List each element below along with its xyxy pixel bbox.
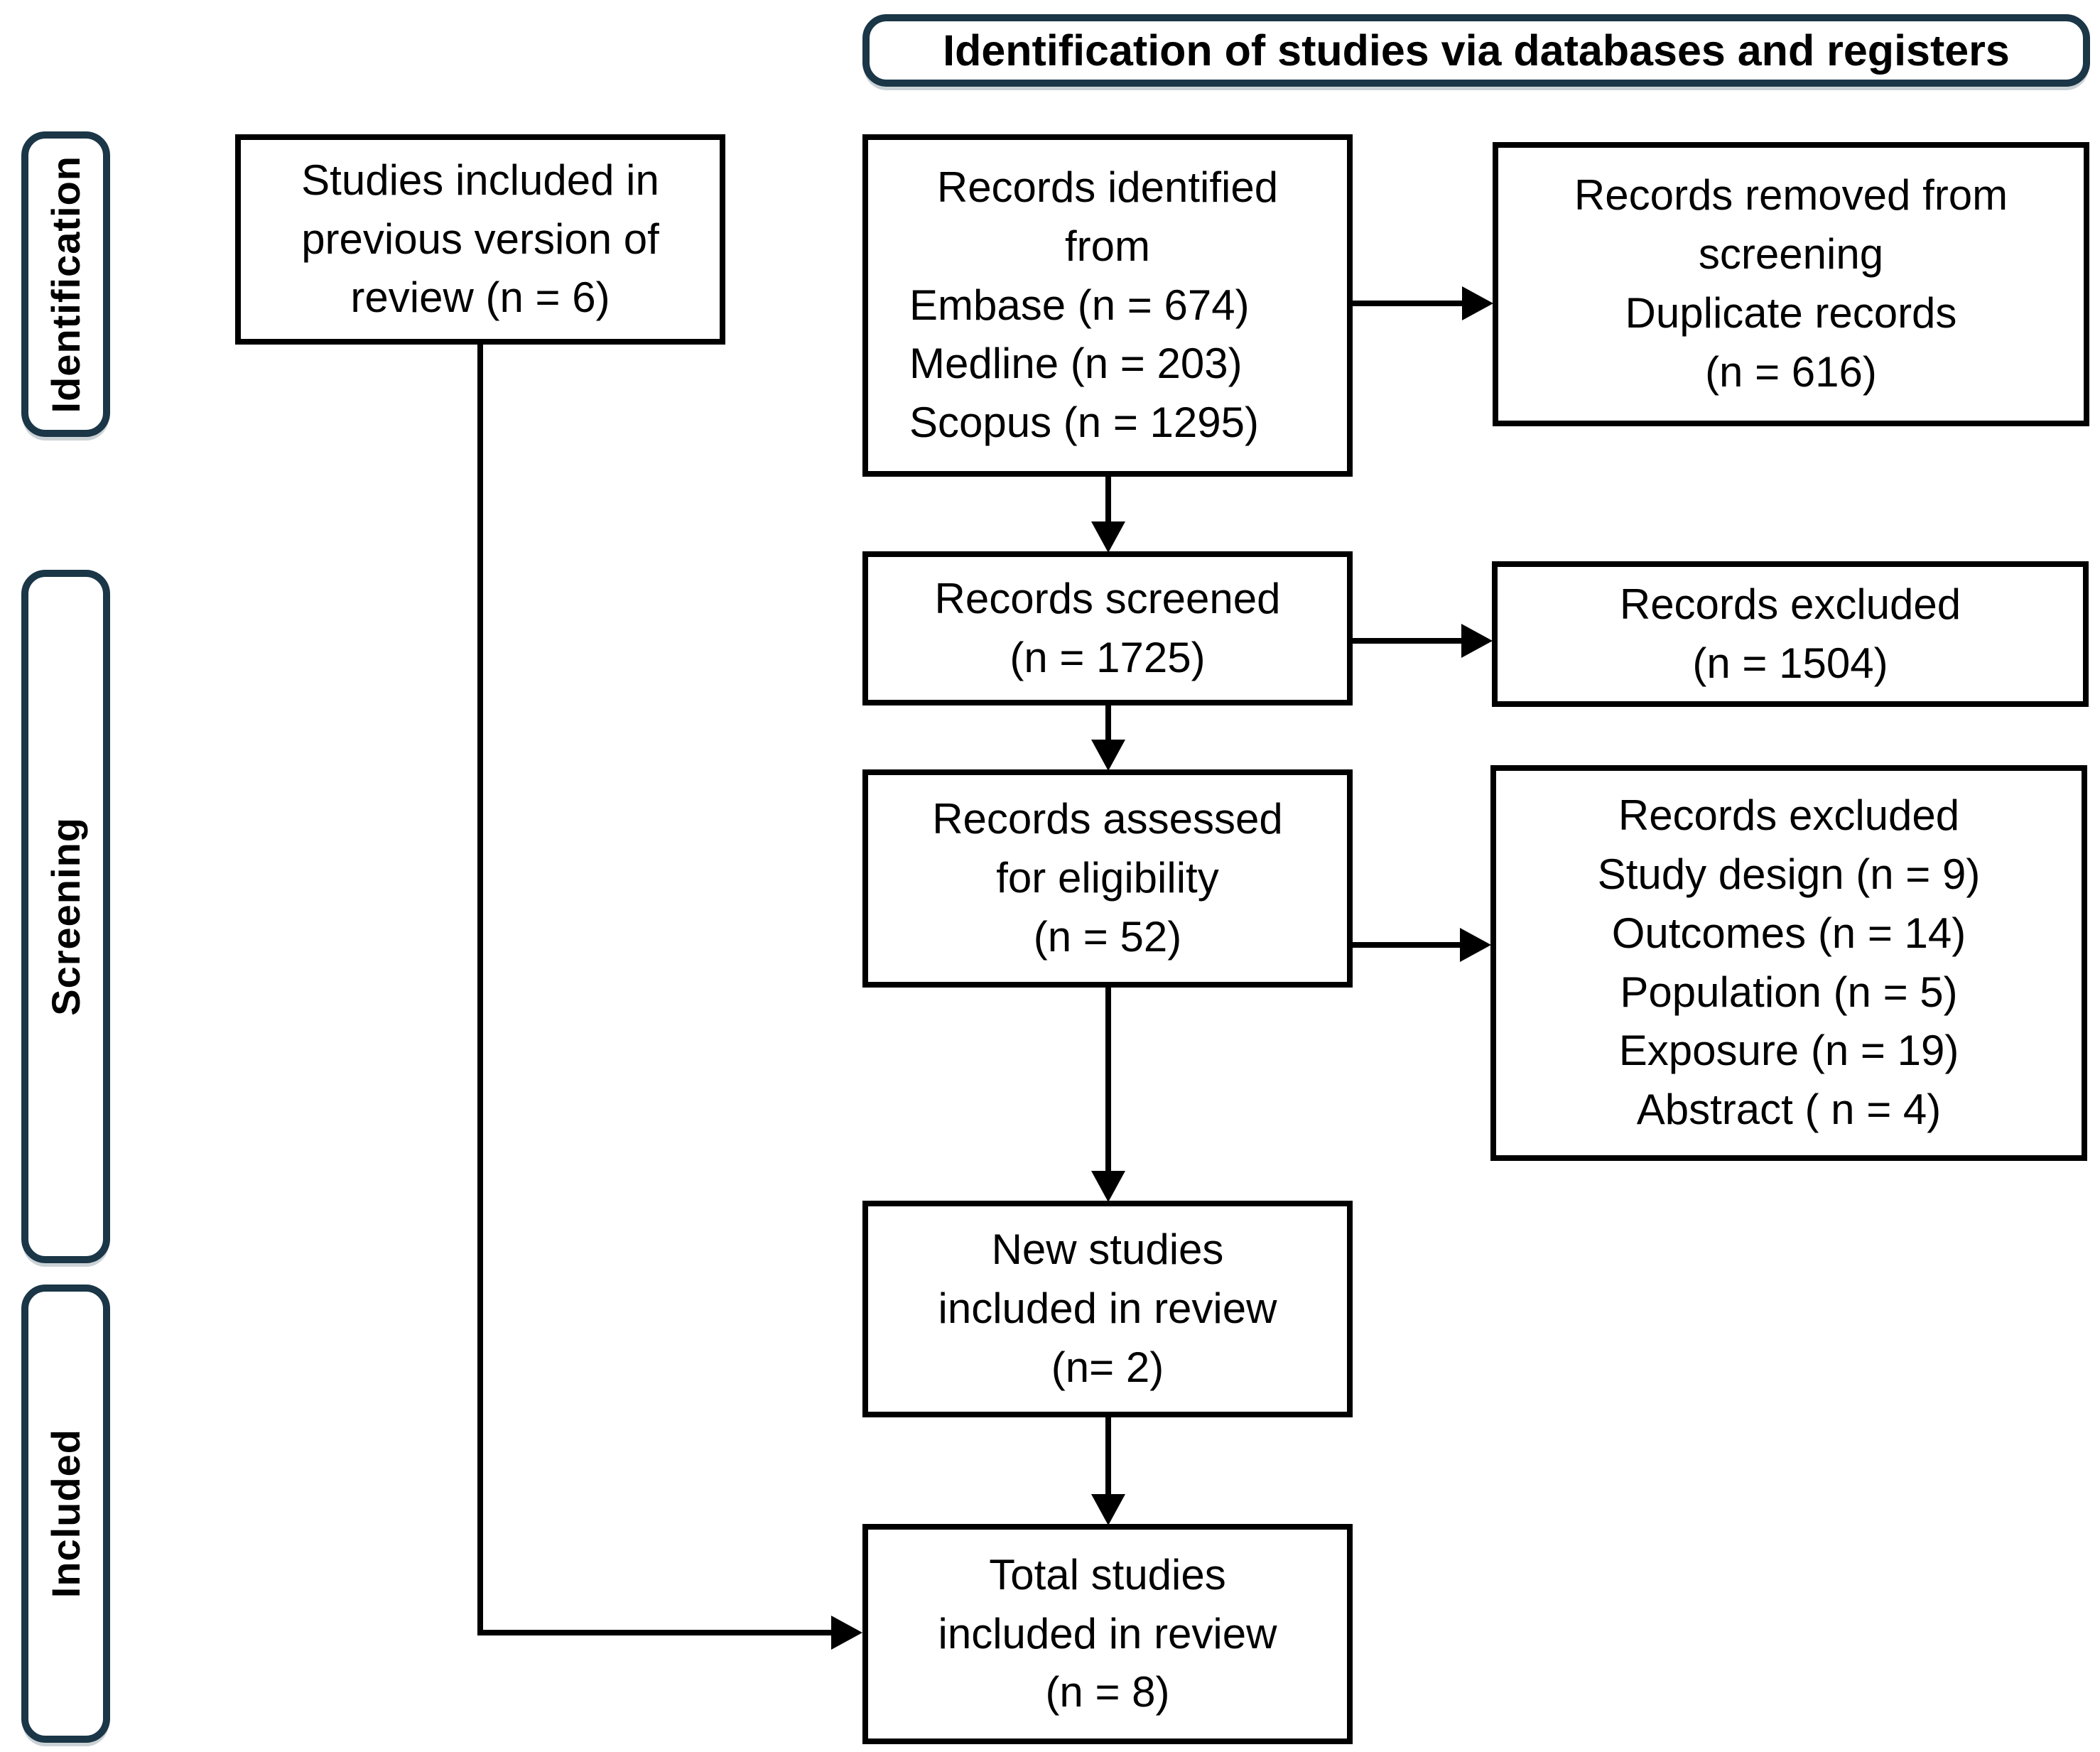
arrow-line-identified-to-screened — [1105, 477, 1111, 524]
arrow-head-previous-version-to-total — [831, 1616, 862, 1650]
box-records-screened: Records screened (n = 1725) — [862, 551, 1353, 705]
stage-label-screening-text: Screening — [43, 817, 88, 1016]
box-new-studies-text: New studies included in review (n= 2) — [938, 1226, 1277, 1391]
arrow-head-screened-to-assessed — [1091, 740, 1125, 771]
box-exclusion-reasons-header: Records excluded — [1618, 791, 1960, 840]
elbow-line-previous-version-vertical — [477, 345, 483, 1635]
source-scopus: Scopus (n = 1295) — [909, 399, 1259, 447]
stage-label-included: Included — [21, 1285, 110, 1743]
exclusion-reason-population: Population (n = 5) — [1620, 968, 1958, 1016]
source-medline: Medline (n = 203) — [909, 340, 1243, 388]
box-records-identified-header: Records identified from — [936, 163, 1279, 270]
elbow-line-previous-version-horizontal — [477, 1630, 831, 1635]
arrow-head-assessed-to-new-studies — [1091, 1171, 1125, 1202]
stage-label-included-text: Included — [43, 1429, 88, 1599]
box-exclusion-reasons: Records excluded Study design (n = 9) Ou… — [1490, 765, 2087, 1161]
exclusion-reason-study-design: Study design (n = 9) — [1597, 850, 1981, 898]
arrow-line-screened-to-assessed — [1105, 705, 1111, 742]
box-records-assessed-text: Records assessed for eligibility (n = 52… — [932, 795, 1283, 961]
arrow-line-screened-to-excluded — [1353, 638, 1464, 644]
box-records-identified-sources: Embase (n = 674) Medline (n = 203) Scopu… — [868, 276, 1347, 453]
box-previous-version-studies-text: Studies included in previous version of … — [301, 156, 659, 322]
arrow-line-assessed-to-exclusion-reasons — [1353, 942, 1463, 948]
arrow-head-identified-to-removed — [1462, 286, 1493, 320]
box-total-studies-text: Total studies included in review (n = 8) — [938, 1550, 1277, 1716]
box-total-studies: Total studies included in review (n = 8) — [862, 1524, 1353, 1744]
box-records-excluded-text: Records excluded (n = 1504) — [1619, 580, 1961, 687]
stage-label-identification: Identification — [21, 131, 110, 437]
arrow-line-new-studies-to-total — [1105, 1417, 1111, 1497]
exclusion-reason-outcomes: Outcomes (n = 14) — [1611, 909, 1966, 957]
arrow-line-assessed-to-new-studies — [1105, 988, 1111, 1174]
box-new-studies: New studies included in review (n= 2) — [862, 1201, 1353, 1417]
stage-label-identification-text: Identification — [43, 155, 88, 413]
box-duplicates-removed: Records removed from screening Duplicate… — [1493, 142, 2089, 426]
box-records-identified: Records identified from Embase (n = 674)… — [862, 134, 1353, 477]
diagram-title-banner: Identification of studies via databases … — [862, 14, 2090, 87]
source-embase: Embase (n = 674) — [909, 281, 1250, 329]
arrow-head-assessed-to-exclusion-reasons — [1460, 928, 1491, 962]
arrow-head-new-studies-to-total — [1091, 1494, 1125, 1525]
arrow-line-identified-to-removed — [1353, 301, 1465, 306]
box-records-screened-text: Records screened (n = 1725) — [934, 574, 1281, 681]
stage-label-screening: Screening — [21, 570, 110, 1263]
box-records-excluded: Records excluded (n = 1504) — [1492, 561, 2089, 707]
arrow-head-identified-to-screened — [1091, 521, 1125, 553]
box-records-assessed: Records assessed for eligibility (n = 52… — [862, 769, 1353, 988]
box-duplicates-removed-text: Records removed from screening Duplicate… — [1574, 171, 2008, 396]
box-previous-version-studies: Studies included in previous version of … — [235, 134, 725, 345]
exclusion-reason-abstract: Abstract ( n = 4) — [1636, 1086, 1942, 1134]
arrow-head-screened-to-excluded — [1461, 624, 1493, 658]
diagram-title: Identification of studies via databases … — [943, 26, 2010, 75]
exclusion-reason-exposure: Exposure (n = 19) — [1618, 1027, 1959, 1075]
